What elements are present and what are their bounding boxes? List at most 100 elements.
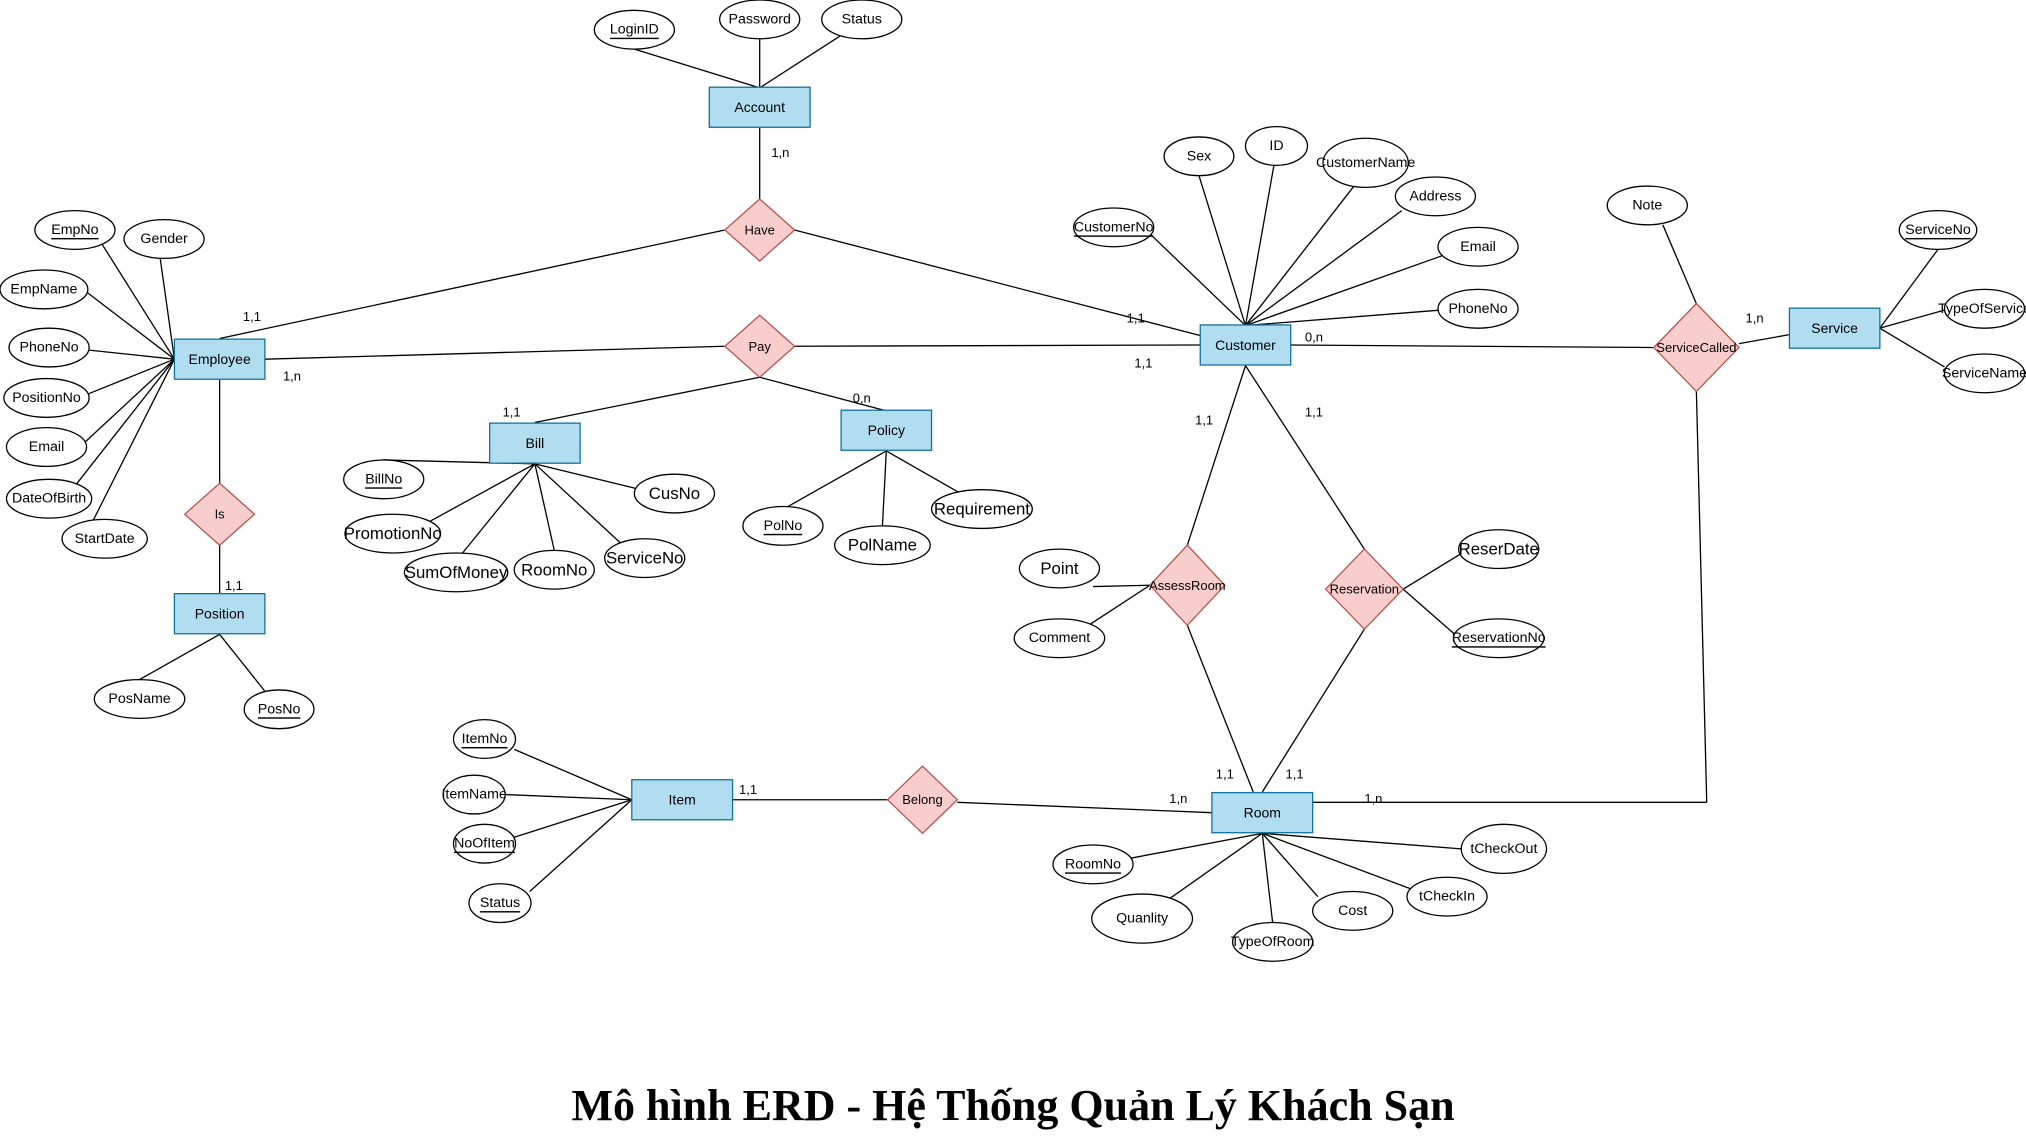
attribute-startdate[interactable]: StartDate xyxy=(61,518,148,559)
entity-bill[interactable]: Bill xyxy=(489,422,581,464)
connector-line xyxy=(1738,333,1790,345)
entity-policy[interactable]: Policy xyxy=(840,409,933,451)
entity-room[interactable]: Room xyxy=(1211,791,1314,834)
attribute-password[interactable]: Password xyxy=(719,0,801,40)
cardinality-c_cust_sc: 0,n xyxy=(1305,330,1323,345)
attribute-dob[interactable]: DateOfBirth xyxy=(5,478,93,519)
connector-line xyxy=(1662,224,1697,304)
connector-line xyxy=(1402,553,1461,590)
key-attribute-label: CustomerNo xyxy=(1074,219,1154,235)
relationship-label: Reservation xyxy=(1330,582,1399,597)
key-attribute-label: ReservationNo xyxy=(1452,630,1546,646)
entity-customer[interactable]: Customer xyxy=(1199,324,1292,366)
attribute-sex[interactable]: Sex xyxy=(1163,136,1235,177)
attribute-customerno[interactable]: CustomerNo xyxy=(1073,207,1155,248)
attribute-itemname[interactable]: ItemName xyxy=(441,774,507,815)
key-attribute-label: RoomNo xyxy=(1065,856,1121,872)
connector-line xyxy=(1261,628,1365,793)
attribute-emp_phone[interactable]: PhoneNo xyxy=(8,327,90,368)
entity-account[interactable]: Account xyxy=(708,86,811,128)
attribute-ellipse xyxy=(1452,618,1545,659)
attribute-quanlity[interactable]: Quanlity xyxy=(1091,893,1194,944)
attribute-positionno[interactable]: PositionNo xyxy=(3,377,90,418)
attribute-ellipse xyxy=(833,525,931,566)
entity-box xyxy=(708,86,811,128)
key-attribute-label: LoginID xyxy=(610,22,659,38)
attribute-customername[interactable]: CustomerName xyxy=(1316,137,1415,188)
connector-line xyxy=(101,243,175,360)
attribute-noofitem[interactable]: NoOfItem xyxy=(452,823,517,864)
attribute-note[interactable]: Note xyxy=(1606,185,1689,226)
attribute-roomno[interactable]: RoomNo xyxy=(1052,844,1134,885)
relationship-label: ServiceCalled xyxy=(1656,340,1736,355)
relationship-have[interactable]: Have xyxy=(723,198,796,262)
attribute-ellipse xyxy=(243,689,315,730)
attribute-ellipse xyxy=(1458,529,1540,570)
relationship-servicecalled[interactable]: ServiceCalled xyxy=(1652,302,1740,393)
attribute-loginid[interactable]: LoginID xyxy=(593,9,676,50)
attribute-tcheckout[interactable]: tCheckOut xyxy=(1460,823,1548,875)
attribute-promotionno[interactable]: PromotionNo xyxy=(344,513,442,554)
attribute-serviceno[interactable]: ServiceNo xyxy=(1898,209,1978,251)
attribute-label: Address xyxy=(1409,188,1461,204)
attribute-empno[interactable]: EmpNo xyxy=(34,209,116,251)
attribute-polname[interactable]: PolName xyxy=(833,525,931,566)
connector-line xyxy=(634,48,760,89)
attribute-billno[interactable]: BillNo xyxy=(343,459,425,500)
connector-line xyxy=(1244,365,1365,550)
attribute-cusno[interactable]: CusNo xyxy=(633,473,716,514)
entity-item[interactable]: Item xyxy=(631,779,734,821)
attribute-cust_phone[interactable]: PhoneNo xyxy=(1437,288,1519,329)
attribute-label: PositionNo xyxy=(12,390,81,406)
attribute-address[interactable]: Address xyxy=(1394,176,1477,217)
attribute-typeofservice[interactable]: TypeOfService xyxy=(1938,288,2026,329)
entity-label: Policy xyxy=(868,422,905,438)
relationship-assessroom[interactable]: AssessRoom xyxy=(1148,544,1226,627)
attribute-posno[interactable]: PosNo xyxy=(243,689,315,730)
relationship-is[interactable]: Is xyxy=(183,482,256,547)
cardinality-c_acc_have: 1,n xyxy=(771,145,789,160)
relationship-pay[interactable]: Pay xyxy=(723,314,796,379)
attribute-typeofroom[interactable]: TypeOfRoom xyxy=(1231,921,1315,962)
connector-line xyxy=(219,229,725,340)
entity-position[interactable]: Position xyxy=(173,593,266,635)
connector-line xyxy=(529,799,633,892)
entity-box xyxy=(1199,324,1292,366)
attribute-empname[interactable]: EmpName xyxy=(0,269,89,310)
entity-label: Item xyxy=(669,792,696,808)
connector-line xyxy=(92,358,176,521)
attribute-label: Email xyxy=(1460,239,1495,255)
attribute-label: RoomNo xyxy=(521,560,587,579)
attribute-tcheckin[interactable]: tCheckIn xyxy=(1406,876,1488,917)
attribute-polno[interactable]: PolNo xyxy=(742,505,824,546)
attribute-cost[interactable]: Cost xyxy=(1312,890,1394,931)
attribute-acc_status[interactable]: Status xyxy=(821,0,903,40)
attribute-comment[interactable]: Comment xyxy=(1013,618,1106,659)
attribute-requirement[interactable]: Requirement xyxy=(930,489,1033,530)
attribute-cust_id[interactable]: ID xyxy=(1244,125,1309,167)
cardinality-c_cust_pay: 1,1 xyxy=(1134,356,1152,371)
connector-line xyxy=(534,376,760,424)
attribute-posname[interactable]: PosName xyxy=(93,678,186,720)
entity-service[interactable]: Service xyxy=(1788,307,1881,349)
attribute-reservationno[interactable]: ReservationNo xyxy=(1452,618,1546,659)
relationship-reservation[interactable]: Reservation xyxy=(1324,548,1405,631)
entity-employee[interactable]: Employee xyxy=(173,338,266,380)
relationship-label: AssessRoom xyxy=(1149,578,1226,593)
entity-box xyxy=(631,779,734,821)
attribute-ellipse xyxy=(403,552,509,593)
attribute-bill_roomno[interactable]: RoomNo xyxy=(513,549,595,590)
attribute-sumofmoney[interactable]: SumOfMoney xyxy=(403,552,509,593)
attribute-item_status[interactable]: Status xyxy=(468,883,532,924)
relationship-belong[interactable]: Belong xyxy=(886,765,959,835)
attribute-emp_email[interactable]: Email xyxy=(5,427,88,468)
attribute-reserdate[interactable]: ReserDate xyxy=(1458,529,1540,570)
attribute-bill_serviceno[interactable]: ServiceNo xyxy=(604,538,686,579)
attribute-point[interactable]: Point xyxy=(1018,548,1101,589)
attribute-gender[interactable]: Gender xyxy=(123,218,205,260)
attribute-itemno[interactable]: ItemNo xyxy=(452,718,517,760)
connector-lines xyxy=(70,35,1945,923)
attribute-servicename[interactable]: ServiceName xyxy=(1942,353,2026,394)
connector-line xyxy=(759,376,887,412)
attribute-cust_email[interactable]: Email xyxy=(1437,226,1519,267)
